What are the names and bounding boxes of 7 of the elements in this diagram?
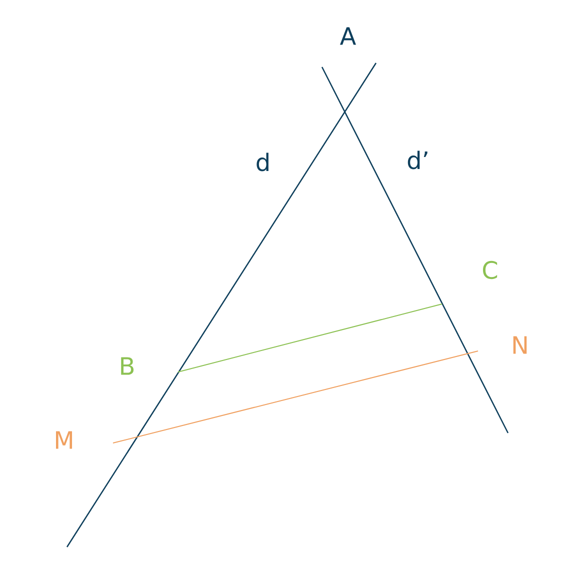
point-label: N xyxy=(513,336,527,354)
point-label: C xyxy=(482,260,498,280)
point-label: d xyxy=(256,152,268,172)
point-label: B xyxy=(121,357,134,375)
point-label: d’ xyxy=(408,150,428,170)
point-label: M xyxy=(56,431,72,449)
point-label: A xyxy=(340,27,356,45)
